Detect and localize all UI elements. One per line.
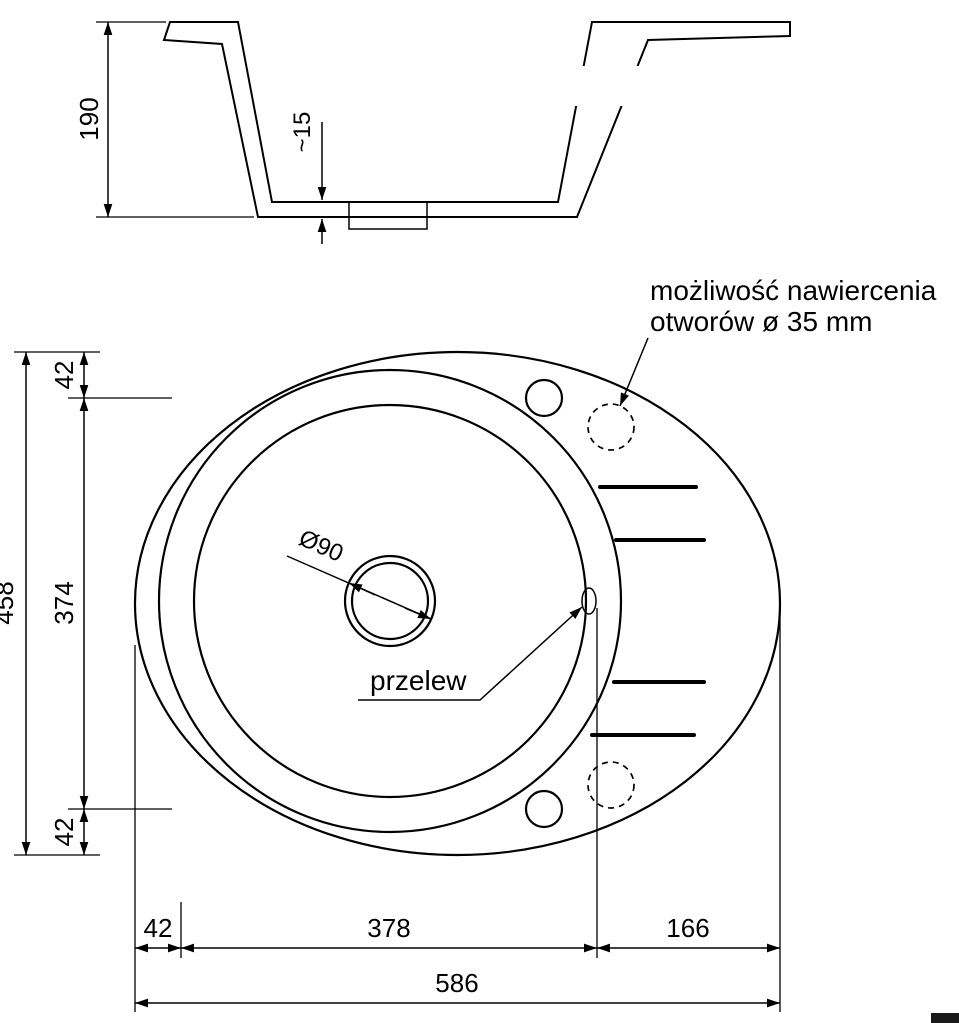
bowl-inner-circle: [192, 403, 588, 799]
sink-outer-edge: [133, 350, 782, 857]
dim-top-offset-label: 42: [49, 361, 79, 390]
dim-left-offset-label: 42: [144, 913, 173, 943]
sink-section-outline: [162, 21, 791, 218]
faucet-hole-bottom: [524, 789, 564, 829]
drill-note-leader: [619, 337, 649, 407]
optional-hole-top: [587, 403, 635, 451]
dim-hole-spacing-label: 374: [49, 581, 79, 624]
plan-view: możliwość nawiercenia otworów ø 35 mm Ø9…: [133, 275, 937, 857]
section-view: 190 ~15: [74, 21, 791, 244]
left-dimensions: 458 42 374 42: [0, 351, 172, 856]
overflow-leader: [358, 606, 583, 701]
dim-total-width-label: 586: [435, 968, 478, 998]
overflow-slot: [581, 587, 597, 615]
bowl-outer-circle: [157, 368, 623, 834]
drill-note-line2: otworów ø 35 mm: [650, 306, 873, 337]
drain-diameter-label: Ø90: [295, 525, 347, 568]
corner-mark: [931, 1013, 959, 1023]
dim-right-span-label: 166: [666, 913, 709, 943]
dim-thickness-label: ~15: [289, 112, 316, 153]
bottom-dimensions: 42 378 166 586: [134, 608, 781, 1012]
drain-outer-circle: [343, 554, 437, 648]
dim-bottom-offset-label: 42: [49, 818, 79, 847]
drain-inner-circle: [350, 561, 430, 641]
dim-mid-span-label: 378: [367, 913, 410, 943]
faucet-hole-top: [524, 378, 564, 418]
drain-diameter-arrow-1: [348, 582, 376, 596]
drain-diameter-arrow-2: [404, 607, 432, 620]
dim-plan-height-label: 458: [0, 581, 19, 624]
drain-recess: [348, 216, 428, 230]
drill-note-line1: możliwość nawiercenia: [650, 275, 937, 306]
dim-height-label: 190: [74, 97, 104, 140]
optional-hole-bottom: [587, 761, 635, 809]
deck-hole-gap: [572, 66, 644, 106]
overflow-label: przelew: [370, 665, 467, 696]
